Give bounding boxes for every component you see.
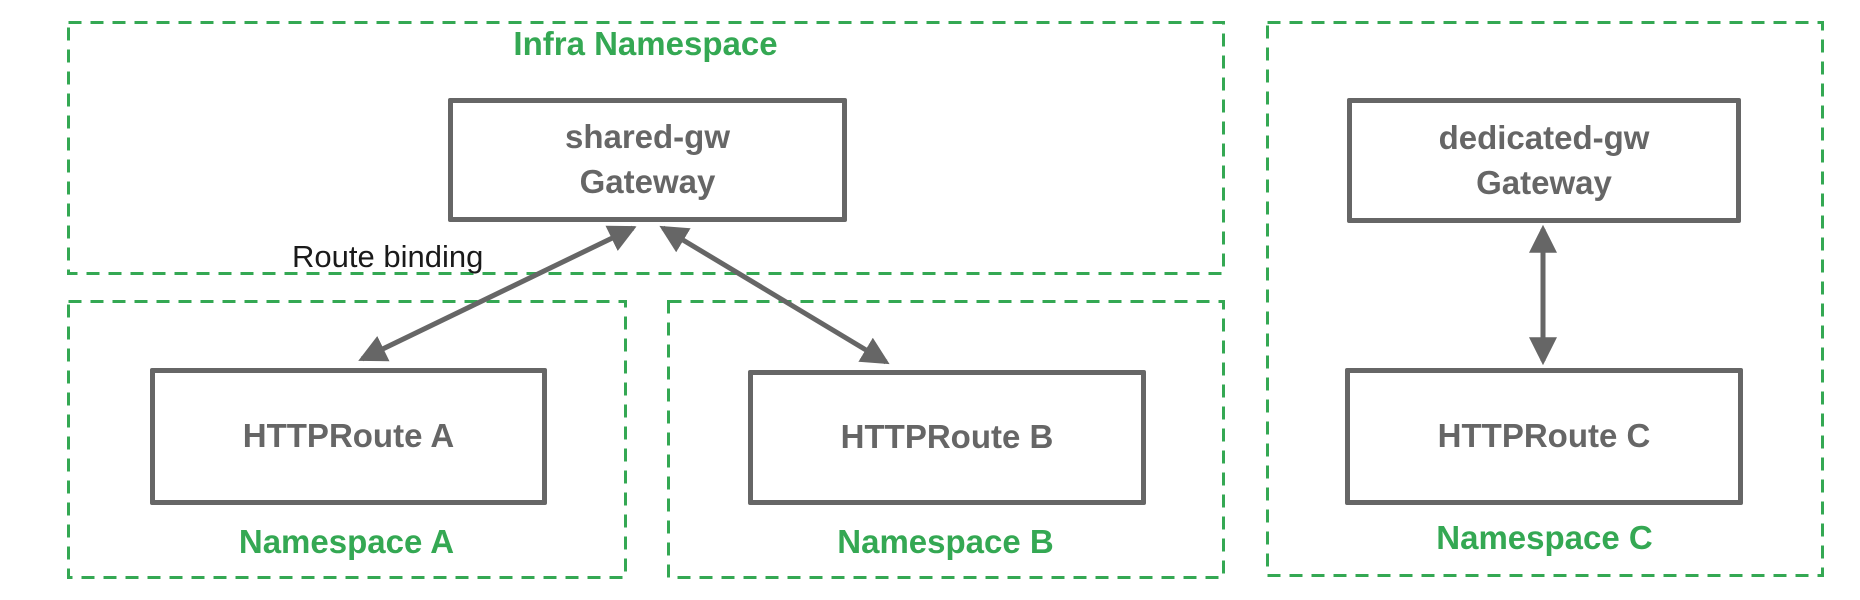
route-binding-arrow-b xyxy=(659,225,890,365)
namespace-c-boundary xyxy=(1266,21,1824,577)
dedicated-gw-gateway-node-label: dedicated-gw Gateway xyxy=(1438,118,1650,201)
namespace-a-boundary xyxy=(67,300,627,579)
namespace-c-label: Namespace C xyxy=(1436,519,1653,556)
httproute-a-node: HTTPRoute A xyxy=(150,368,547,505)
httproute-b-node-label: HTTPRoute B xyxy=(840,418,1054,456)
namespace-b-label: Namespace B xyxy=(837,523,1054,560)
route-binding-arrow-a xyxy=(358,225,637,362)
namespace-a-label: Namespace A xyxy=(238,523,455,560)
infra-namespace-label: Infra Namespace xyxy=(513,25,778,62)
route-binding-edge-label: Route binding xyxy=(292,239,484,274)
httproute-c-node-label: HTTPRoute C xyxy=(1437,417,1651,455)
shared-gw-gateway-node-label: shared-gw Gateway xyxy=(564,118,731,200)
httproute-c-node: HTTPRoute C xyxy=(1345,368,1743,505)
shared-gw-gateway-node: shared-gw Gateway xyxy=(448,98,847,222)
httproute-b-node: HTTPRoute B xyxy=(748,370,1146,505)
dedicated-gw-gateway-node: dedicated-gw Gateway xyxy=(1347,98,1741,223)
infra-namespace-boundary xyxy=(67,21,1225,275)
namespace-b-boundary xyxy=(667,300,1225,579)
httproute-a-node-label: HTTPRoute A xyxy=(242,417,455,455)
